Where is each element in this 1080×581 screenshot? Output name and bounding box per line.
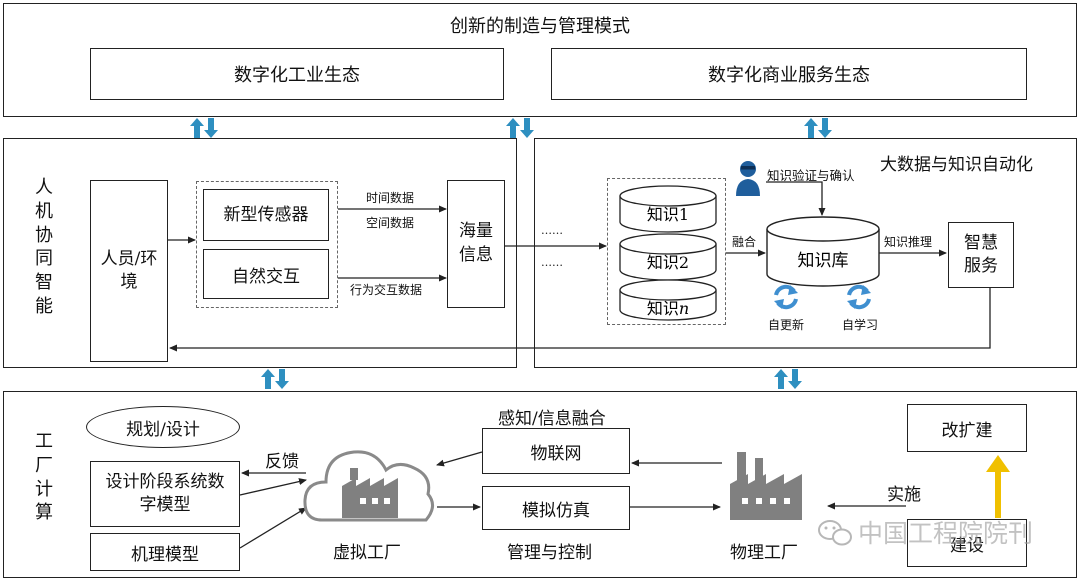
knowledge-2-label: 知识2 (647, 253, 689, 272)
simulation-box: 模拟仿真 (482, 486, 630, 530)
design-model-box: 设计阶段系统数字模型 (90, 461, 240, 527)
time-data-label: 时间数据 (366, 191, 415, 205)
arrow-service-feedback (169, 288, 991, 352)
virtual-factory-label: 虚拟工厂 (333, 543, 401, 563)
side-char: 计 (35, 478, 53, 500)
physical-factory-label: 物理工厂 (730, 543, 798, 563)
knowledge-1-label: 知识1 (647, 205, 689, 224)
big-data-section-title: 大数据与知识自动化 (880, 155, 1033, 175)
knowledge-n-label: 知识n (647, 299, 689, 318)
verify-confirm-label: 知识验证与确认 (767, 168, 855, 183)
smart-service-box: 智慧服务 (948, 222, 1014, 288)
fusion-label: 融合 (732, 235, 757, 249)
new-sensor-label: 新型传感器 (223, 204, 309, 225)
people-environment-box: 人员/环境 (90, 180, 168, 362)
implement-label: 实施 (887, 485, 921, 505)
knowledge-base-label: 知识库 (798, 251, 849, 271)
self-update-label: 自更新 (768, 318, 805, 332)
connector-arrow-pair (804, 118, 832, 138)
sensing-group-dashed (196, 181, 338, 308)
knowledge-group-dashed (607, 178, 726, 325)
up-arrow-icon (986, 455, 1010, 518)
self-update-cycle-icon (774, 284, 798, 310)
expert-person-icon (736, 161, 760, 196)
renovation-box: 改扩建 (907, 404, 1027, 452)
behavior-data-label: 行为交互数据 (350, 283, 423, 297)
digital-industry-ecosystem-label: 数字化工业生态 (234, 65, 360, 86)
natural-interaction-label: 自然交互 (232, 266, 300, 287)
knowledge-base-cylinder (766, 216, 880, 287)
simulation-label: 模拟仿真 (522, 500, 590, 521)
connector-arrow-pair (774, 369, 802, 389)
knowledge-cylinder-1 (619, 185, 717, 233)
wechat-icon (818, 520, 852, 546)
knowledge-n-prefix: 知识 (647, 299, 679, 318)
knowledge-n-suffix: n (679, 299, 689, 318)
arrow-design-to-virtual (239, 478, 307, 496)
planning-design-ellipse: 规划/设计 (86, 406, 240, 448)
mass-information-box: 海量信息 (447, 180, 505, 308)
side-char: 厂 (35, 454, 53, 476)
arrow-verify-to-kb (766, 181, 826, 216)
sense-fusion-label: 感知/信息融合 (498, 409, 606, 429)
connector-arrow-pair (261, 369, 289, 389)
top-section-frame (3, 3, 1077, 117)
knowledge-reasoning-label: 知识推理 (884, 235, 933, 249)
knowledge-cylinder-2 (619, 233, 717, 281)
self-learn-cycle-icon (847, 284, 871, 310)
side-char: 人 (35, 177, 53, 198)
space-data-label: 空间数据 (366, 216, 415, 230)
management-control-label: 管理与控制 (507, 543, 592, 563)
side-char: 工 (35, 431, 53, 452)
watermark-text: 中国工程院院刊 (858, 519, 1033, 548)
ellipsis-lower: …… (541, 256, 563, 269)
iot-label: 物联网 (530, 443, 582, 464)
design-model-label: 设计阶段系统数字模型 (105, 472, 225, 515)
mass-information-label: 海量信息 (459, 221, 493, 265)
digital-business-ecosystem-label: 数字化商业服务生态 (708, 65, 870, 86)
smart-service-label: 智慧服务 (964, 233, 998, 276)
ellipsis-upper: …… (541, 224, 563, 237)
natural-interaction-box: 自然交互 (203, 249, 329, 299)
construction-box: 建设 (907, 519, 1027, 567)
self-learn-label: 自学习 (842, 318, 879, 332)
construction-label: 建设 (950, 535, 984, 556)
side-char: 算 (35, 502, 53, 524)
side-char: 能 (35, 295, 53, 317)
mechanism-model-label: 机理模型 (131, 544, 199, 565)
factory-computing-section-frame (3, 391, 1077, 578)
side-char: 机 (35, 200, 53, 222)
new-sensor-box: 新型传感器 (203, 189, 329, 241)
human-machine-side-label: 人 机 协 同 智 能 (32, 176, 56, 319)
side-char: 智 (35, 272, 53, 293)
digital-business-ecosystem-box: 数字化商业服务生态 (551, 48, 1027, 100)
knowledge-cylinder-n (619, 279, 717, 321)
digital-industry-ecosystem-box: 数字化工业生态 (90, 48, 504, 100)
people-environment-label: 人员/环境 (100, 249, 158, 292)
human-machine-section-frame (3, 138, 517, 368)
virtual-factory-cloud-icon (303, 450, 434, 522)
watermark: 中国工程院院刊 (818, 519, 1033, 548)
arrow-iot-to-virtual (436, 451, 483, 467)
mechanism-model-box: 机理模型 (90, 533, 240, 571)
connector-arrow-pair (190, 118, 218, 138)
feedback-label: 反馈 (265, 452, 299, 472)
physical-factory-icon (730, 452, 802, 520)
connector-arrow-pair (506, 118, 534, 138)
big-data-section-frame (534, 138, 1077, 368)
planning-design-label: 规划/设计 (126, 419, 200, 440)
arrow-mechanism-to-virtual (239, 507, 307, 549)
renovation-label: 改扩建 (941, 420, 993, 441)
side-char: 协 (35, 224, 53, 246)
factory-computing-side-label: 工 厂 计 算 (32, 430, 56, 525)
iot-box: 物联网 (482, 428, 630, 474)
side-char: 同 (35, 248, 53, 270)
top-section-title: 创新的制造与管理模式 (450, 16, 630, 37)
